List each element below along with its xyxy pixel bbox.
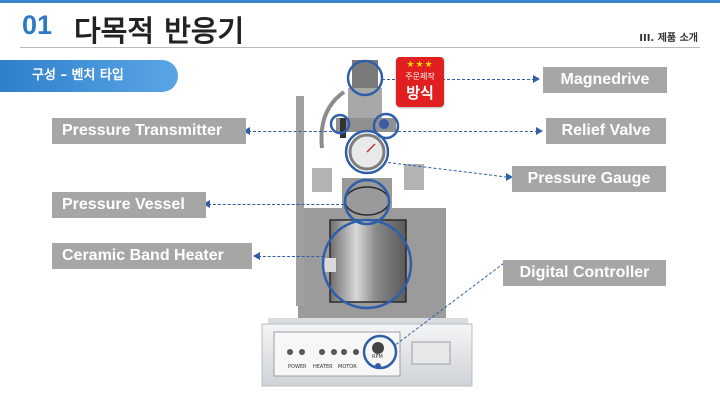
title-divider <box>20 47 700 48</box>
rpm-knob <box>372 342 384 354</box>
right-valve <box>404 164 424 190</box>
top-accent-bar <box>0 0 720 3</box>
label-relief-valve: Relief Valve <box>546 118 666 144</box>
badge-line2: 방식 <box>406 84 434 102</box>
left-valve <box>312 168 332 192</box>
label-digital-controller: Digital Controller <box>503 260 666 286</box>
section-tag: III. 제품 소개 <box>639 33 698 44</box>
highlight-relief <box>372 112 400 140</box>
label-pressure-transmitter: Pressure Transmitter <box>52 118 246 144</box>
stand-pole <box>296 96 304 306</box>
label-pressure-gauge: Pressure Gauge <box>512 166 666 192</box>
vessel-head <box>342 178 392 214</box>
panel-label-power: POWER <box>288 364 307 370</box>
subtitle-banner: 구성 – 벤치 타입 <box>0 60 178 92</box>
tube-line <box>319 90 346 149</box>
magnedrive-body <box>348 88 382 120</box>
heater-jacket <box>330 220 406 302</box>
slide-number: 01 <box>22 10 53 40</box>
highlight-gauge <box>344 129 390 175</box>
page-title: 다목적 반응기 <box>74 14 245 48</box>
highlight-transmitter <box>329 113 351 135</box>
controller-display <box>411 341 451 365</box>
highlight-controller <box>362 334 398 370</box>
heater-plug <box>322 258 336 272</box>
panel-label-rpm: RPM <box>372 354 383 360</box>
label-pressure-vessel: Pressure Vessel <box>52 192 206 218</box>
star-icon: ★★★ <box>406 60 434 70</box>
base-top <box>268 318 468 324</box>
relief-valve-cap <box>379 119 389 129</box>
badge-line1: 주문제작 <box>405 72 435 81</box>
motor-body <box>352 60 378 90</box>
label-magnedrive: Magnedrive <box>543 67 667 93</box>
label-ceramic-band-heater: Ceramic Band Heater <box>52 243 252 269</box>
highlight-magnedrive <box>346 59 384 97</box>
highlight-heater <box>321 218 413 310</box>
highlight-vessel <box>343 178 391 226</box>
panel-label-heater: HEATER <box>313 364 333 370</box>
panel-label-motor: MOTOR <box>338 364 357 370</box>
transmitter-body <box>340 118 346 138</box>
custom-order-badge: ★★★ 주문제작 방식 <box>396 57 444 107</box>
